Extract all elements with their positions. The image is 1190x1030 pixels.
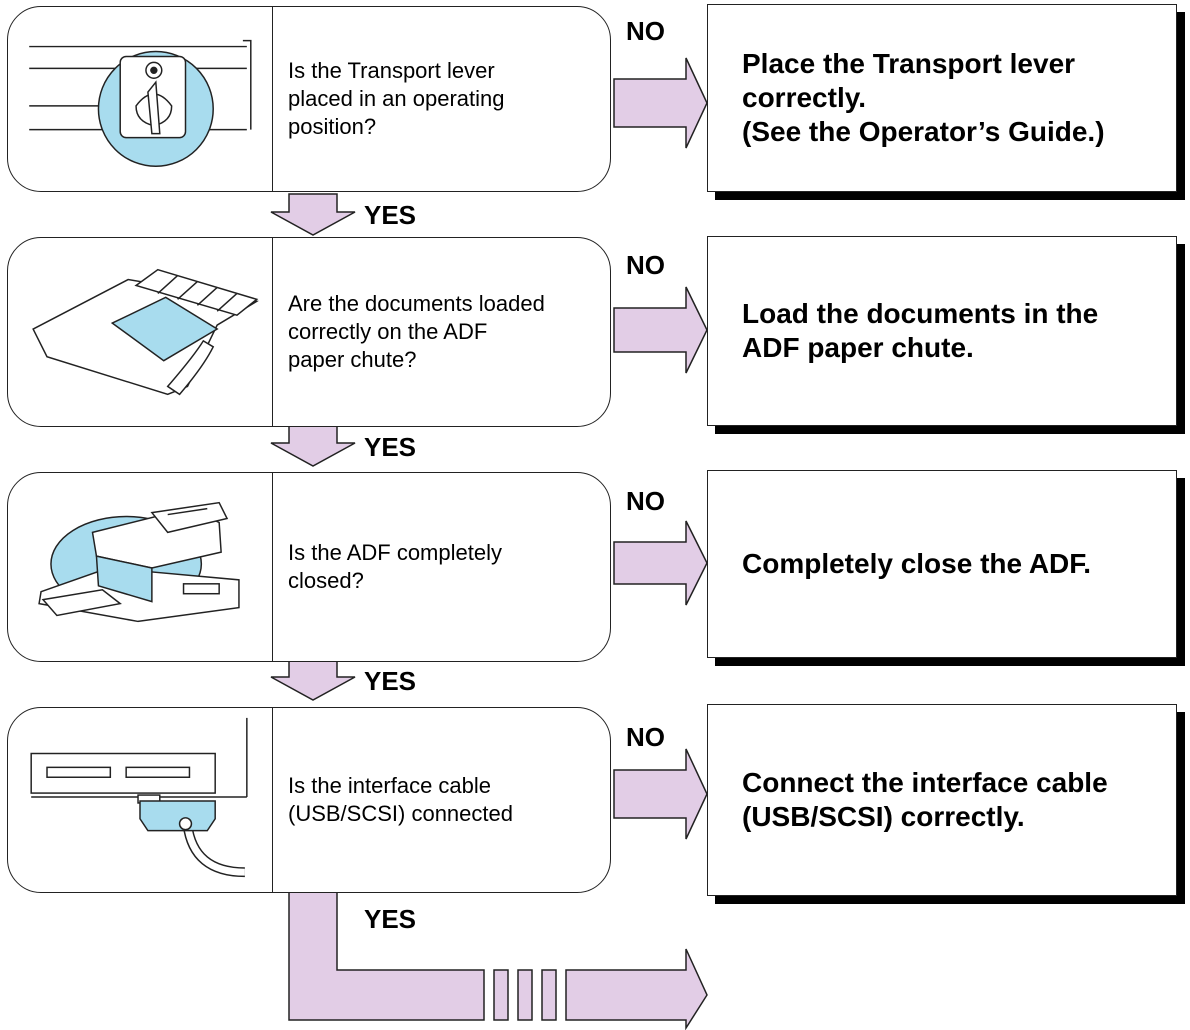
question-text-4: Is the interface cable (USB/SCSI) connec… bbox=[288, 773, 513, 826]
transport-lever-illustration bbox=[29, 39, 252, 168]
continuation-bar-2 bbox=[517, 969, 533, 1021]
yes-label-2: YES bbox=[364, 432, 417, 462]
yes-arrow-1 bbox=[270, 193, 356, 236]
no-arrow-3 bbox=[613, 520, 708, 606]
continuation-arrowhead bbox=[565, 948, 708, 1030]
no-arrow-2 bbox=[613, 286, 708, 374]
question-text-2: Are the documents loaded correctly on th… bbox=[288, 291, 545, 372]
no-arrow-4 bbox=[613, 748, 708, 840]
continuation-bar-1 bbox=[493, 969, 509, 1021]
yes-label-3: YES bbox=[364, 666, 417, 696]
question-text-3: Is the ADF completely closed? bbox=[288, 540, 502, 593]
question-box-4: Is the interface cable (USB/SCSI) connec… bbox=[7, 707, 611, 893]
no-label-2: NO bbox=[626, 250, 665, 280]
yes-arrow-3 bbox=[270, 659, 356, 701]
action-box-1: Place the Transport lever correctly. (Se… bbox=[707, 4, 1177, 192]
question-box-3: Is the ADF completely closed? bbox=[7, 472, 611, 662]
action-box-2: Load the documents in the ADF paper chut… bbox=[707, 236, 1177, 426]
adf-closed-illustration bbox=[38, 501, 240, 623]
interface-cable-illustration bbox=[30, 717, 248, 878]
yes-final-arrow bbox=[288, 876, 485, 1021]
yes-arrow-2 bbox=[270, 425, 356, 467]
question-box-1: Is the Transport lever placed in an oper… bbox=[7, 6, 611, 192]
yes-label-4: YES bbox=[364, 904, 417, 934]
question-text-1: Is the Transport lever placed in an oper… bbox=[288, 58, 505, 139]
action-box-3: Completely close the ADF. bbox=[707, 470, 1177, 658]
no-label-1: NO bbox=[626, 16, 665, 46]
action-text-3: Completely close the ADF. bbox=[742, 548, 1092, 579]
question-box-2: Are the documents loaded correctly on th… bbox=[7, 237, 611, 427]
continuation-bar-3 bbox=[541, 969, 557, 1021]
action-box-4: Connect the interface cable (USB/SCSI) c… bbox=[707, 704, 1177, 896]
action-text-2: Load the documents in the ADF paper chut… bbox=[742, 298, 1099, 363]
action-text-1: Place the Transport lever correctly. (Se… bbox=[742, 48, 1105, 147]
no-arrow-1 bbox=[613, 57, 708, 149]
yes-label-1: YES bbox=[364, 200, 417, 230]
adf-paper-chute-illustration bbox=[32, 268, 259, 396]
no-label-4: NO bbox=[626, 722, 665, 752]
no-label-3: NO bbox=[626, 486, 665, 516]
action-text-4: Connect the interface cable (USB/SCSI) c… bbox=[742, 767, 1108, 832]
